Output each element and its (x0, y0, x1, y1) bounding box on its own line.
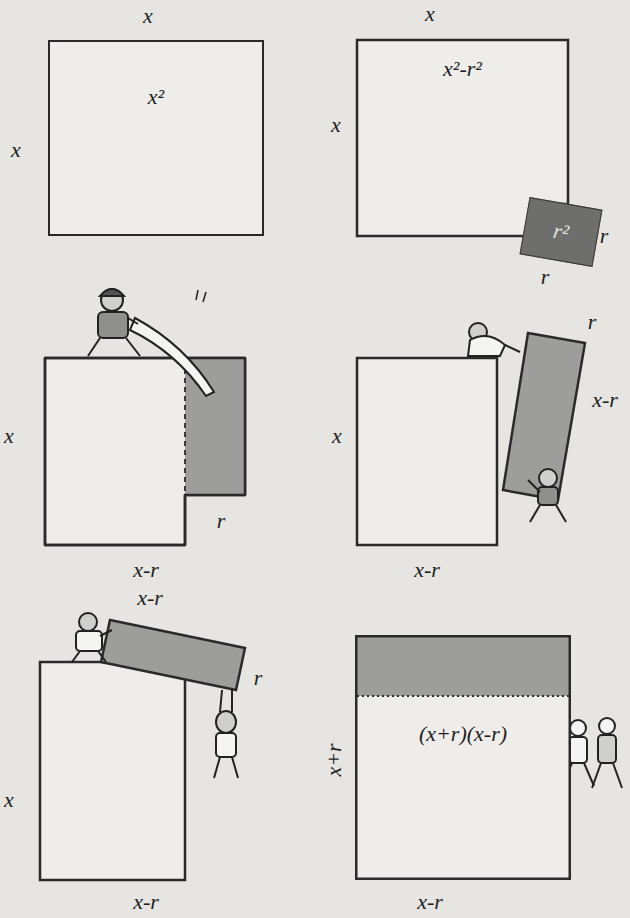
dimension-label: x-r (414, 559, 440, 581)
dimension-label: r (541, 266, 550, 288)
dimension-label: x-r (133, 559, 159, 581)
dimension-label: x (331, 114, 341, 136)
dimension-label: x (4, 425, 14, 447)
dimension-label: x (143, 5, 153, 27)
cut-square (357, 333, 585, 545)
dimension-label: x-r (137, 587, 163, 609)
area-label: x²-r² (357, 56, 568, 82)
dimension-label: r (600, 225, 609, 247)
worker-figures (72, 613, 238, 778)
dimension-label: r (217, 510, 226, 532)
dimension-label: x (425, 3, 435, 25)
dimension-label: x-r (417, 891, 443, 913)
cut-square (45, 358, 245, 545)
dimension-label: r (254, 667, 263, 689)
dimension-label: x-r (592, 389, 618, 411)
dimension-label: x (11, 139, 21, 161)
body-area (356, 696, 570, 879)
dimension-label: r (588, 311, 597, 333)
cut-square (40, 620, 245, 880)
area-box: x² (48, 40, 264, 236)
walking-figures (562, 718, 622, 788)
area-box: (x+r)(x-r) (355, 635, 571, 880)
worker-figures (468, 323, 566, 522)
dimension-label: x (332, 425, 342, 447)
area-label: (x+r)(x-r) (355, 721, 571, 747)
area-label: x² (50, 84, 262, 110)
product-rectangle (355, 635, 571, 880)
area-label: r² (551, 218, 570, 246)
dimension-label: x-r (133, 891, 159, 913)
cut-off-square: r² (520, 197, 603, 267)
dimension-label: x+r (323, 743, 345, 776)
knight-figure (88, 289, 214, 396)
outline (356, 636, 570, 879)
moved-strip (356, 636, 570, 696)
seam-line (357, 695, 569, 697)
dimension-label: x (4, 789, 14, 811)
